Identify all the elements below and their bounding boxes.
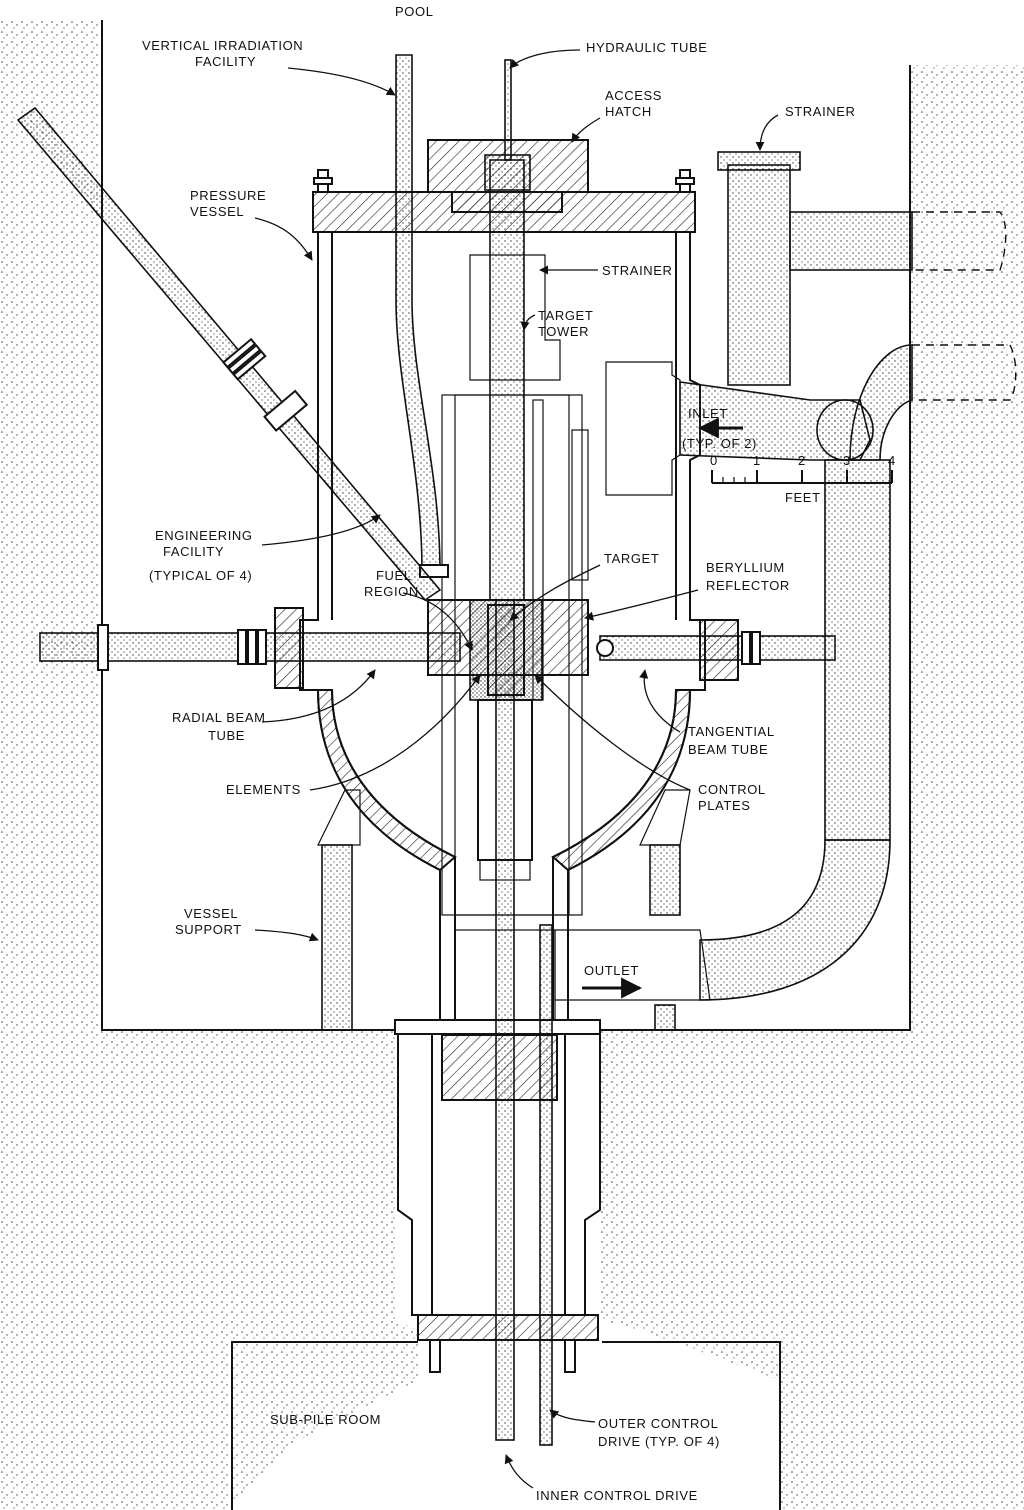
label-access-hatch-1: ACCESS xyxy=(605,88,662,103)
leader-lines xyxy=(254,49,779,1489)
label-sub-pile-room: SUB-PILE ROOM xyxy=(270,1412,381,1427)
label-inlet-1: INLET xyxy=(688,406,728,421)
label-target-tower-2: TOWER xyxy=(538,324,589,339)
label-control-plates-2: PLATES xyxy=(698,798,751,813)
vessel-supports xyxy=(317,789,691,1031)
label-access-hatch-2: HATCH xyxy=(605,104,652,119)
outer-control-drive-rod xyxy=(539,924,553,1446)
label-beryllium-1: BERYLLIUM xyxy=(706,560,785,575)
target-tower xyxy=(469,59,561,601)
label-engineering-3: (TYPICAL OF 4) xyxy=(149,568,252,583)
scale-tick-0: 0 xyxy=(710,453,718,468)
scale-tick-2: 2 xyxy=(798,453,806,468)
labels: POOL VERTICAL IRRADIATION FACILITY HYDRA… xyxy=(142,4,896,1503)
scale-tick-1: 1 xyxy=(753,453,761,468)
label-outlet: OUTLET xyxy=(584,963,639,978)
label-engineering-1: ENGINEERING xyxy=(155,528,253,543)
label-strainer-right: STRAINER xyxy=(785,104,856,119)
label-vertical-irradiation-1: VERTICAL IRRADIATION xyxy=(142,38,303,53)
inner-control-drive-rod xyxy=(495,599,515,1441)
flange-bolt-left xyxy=(313,169,333,193)
label-target: TARGET xyxy=(604,551,659,566)
label-pressure-vessel-2: VESSEL xyxy=(190,204,244,219)
label-vertical-irradiation-2: FACILITY xyxy=(195,54,256,69)
label-vessel-support-2: SUPPORT xyxy=(175,922,242,937)
inlet-box xyxy=(605,361,681,496)
flange-bolt-right xyxy=(675,169,695,193)
label-radial-beam-2: TUBE xyxy=(208,728,245,743)
label-fuel-region-1: FUEL xyxy=(376,568,412,583)
label-inner-control-drive: INNER CONTROL DRIVE xyxy=(536,1488,698,1503)
label-hydraulic-tube: HYDRAULIC TUBE xyxy=(586,40,708,55)
label-control-plates-1: CONTROL xyxy=(698,782,766,797)
pool-walls xyxy=(0,20,1024,1510)
label-outer-control-2: DRIVE (TYP. OF 4) xyxy=(598,1434,720,1449)
label-target-tower-1: TARGET xyxy=(538,308,593,323)
label-tangential-1: TANGENTIAL xyxy=(688,724,775,739)
label-vessel-support-1: VESSEL xyxy=(184,906,238,921)
label-tangential-2: BEAM TUBE xyxy=(688,742,768,757)
label-pool: POOL xyxy=(395,4,434,19)
label-pressure-vessel-1: PRESSURE xyxy=(190,188,266,203)
label-strainer-inner: STRAINER xyxy=(602,263,673,278)
vertical-irradiation-facility xyxy=(395,54,449,578)
control-drives xyxy=(495,399,589,1446)
radial-beam-tube xyxy=(39,607,461,689)
scale-tick-4: 4 xyxy=(888,453,896,468)
label-elements: ELEMENTS xyxy=(226,782,301,797)
label-inlet-2: (TYP. OF 2) xyxy=(682,436,757,451)
scale-unit: FEET xyxy=(785,490,821,505)
inlet-piping xyxy=(679,151,1017,1001)
engineering-facility xyxy=(16,106,442,602)
scale-tick-3: 3 xyxy=(843,453,851,468)
label-beryllium-2: REFLECTOR xyxy=(706,578,790,593)
label-outer-control-1: OUTER CONTROL xyxy=(598,1416,718,1431)
label-fuel-region-2: REGION xyxy=(364,584,419,599)
label-engineering-2: FACILITY xyxy=(163,544,224,559)
scale-bar xyxy=(711,470,893,484)
label-radial-beam-1: RADIAL BEAM xyxy=(172,710,266,725)
hydraulic-tube-shaft xyxy=(504,59,512,161)
tangential-beam-tube xyxy=(596,619,836,681)
